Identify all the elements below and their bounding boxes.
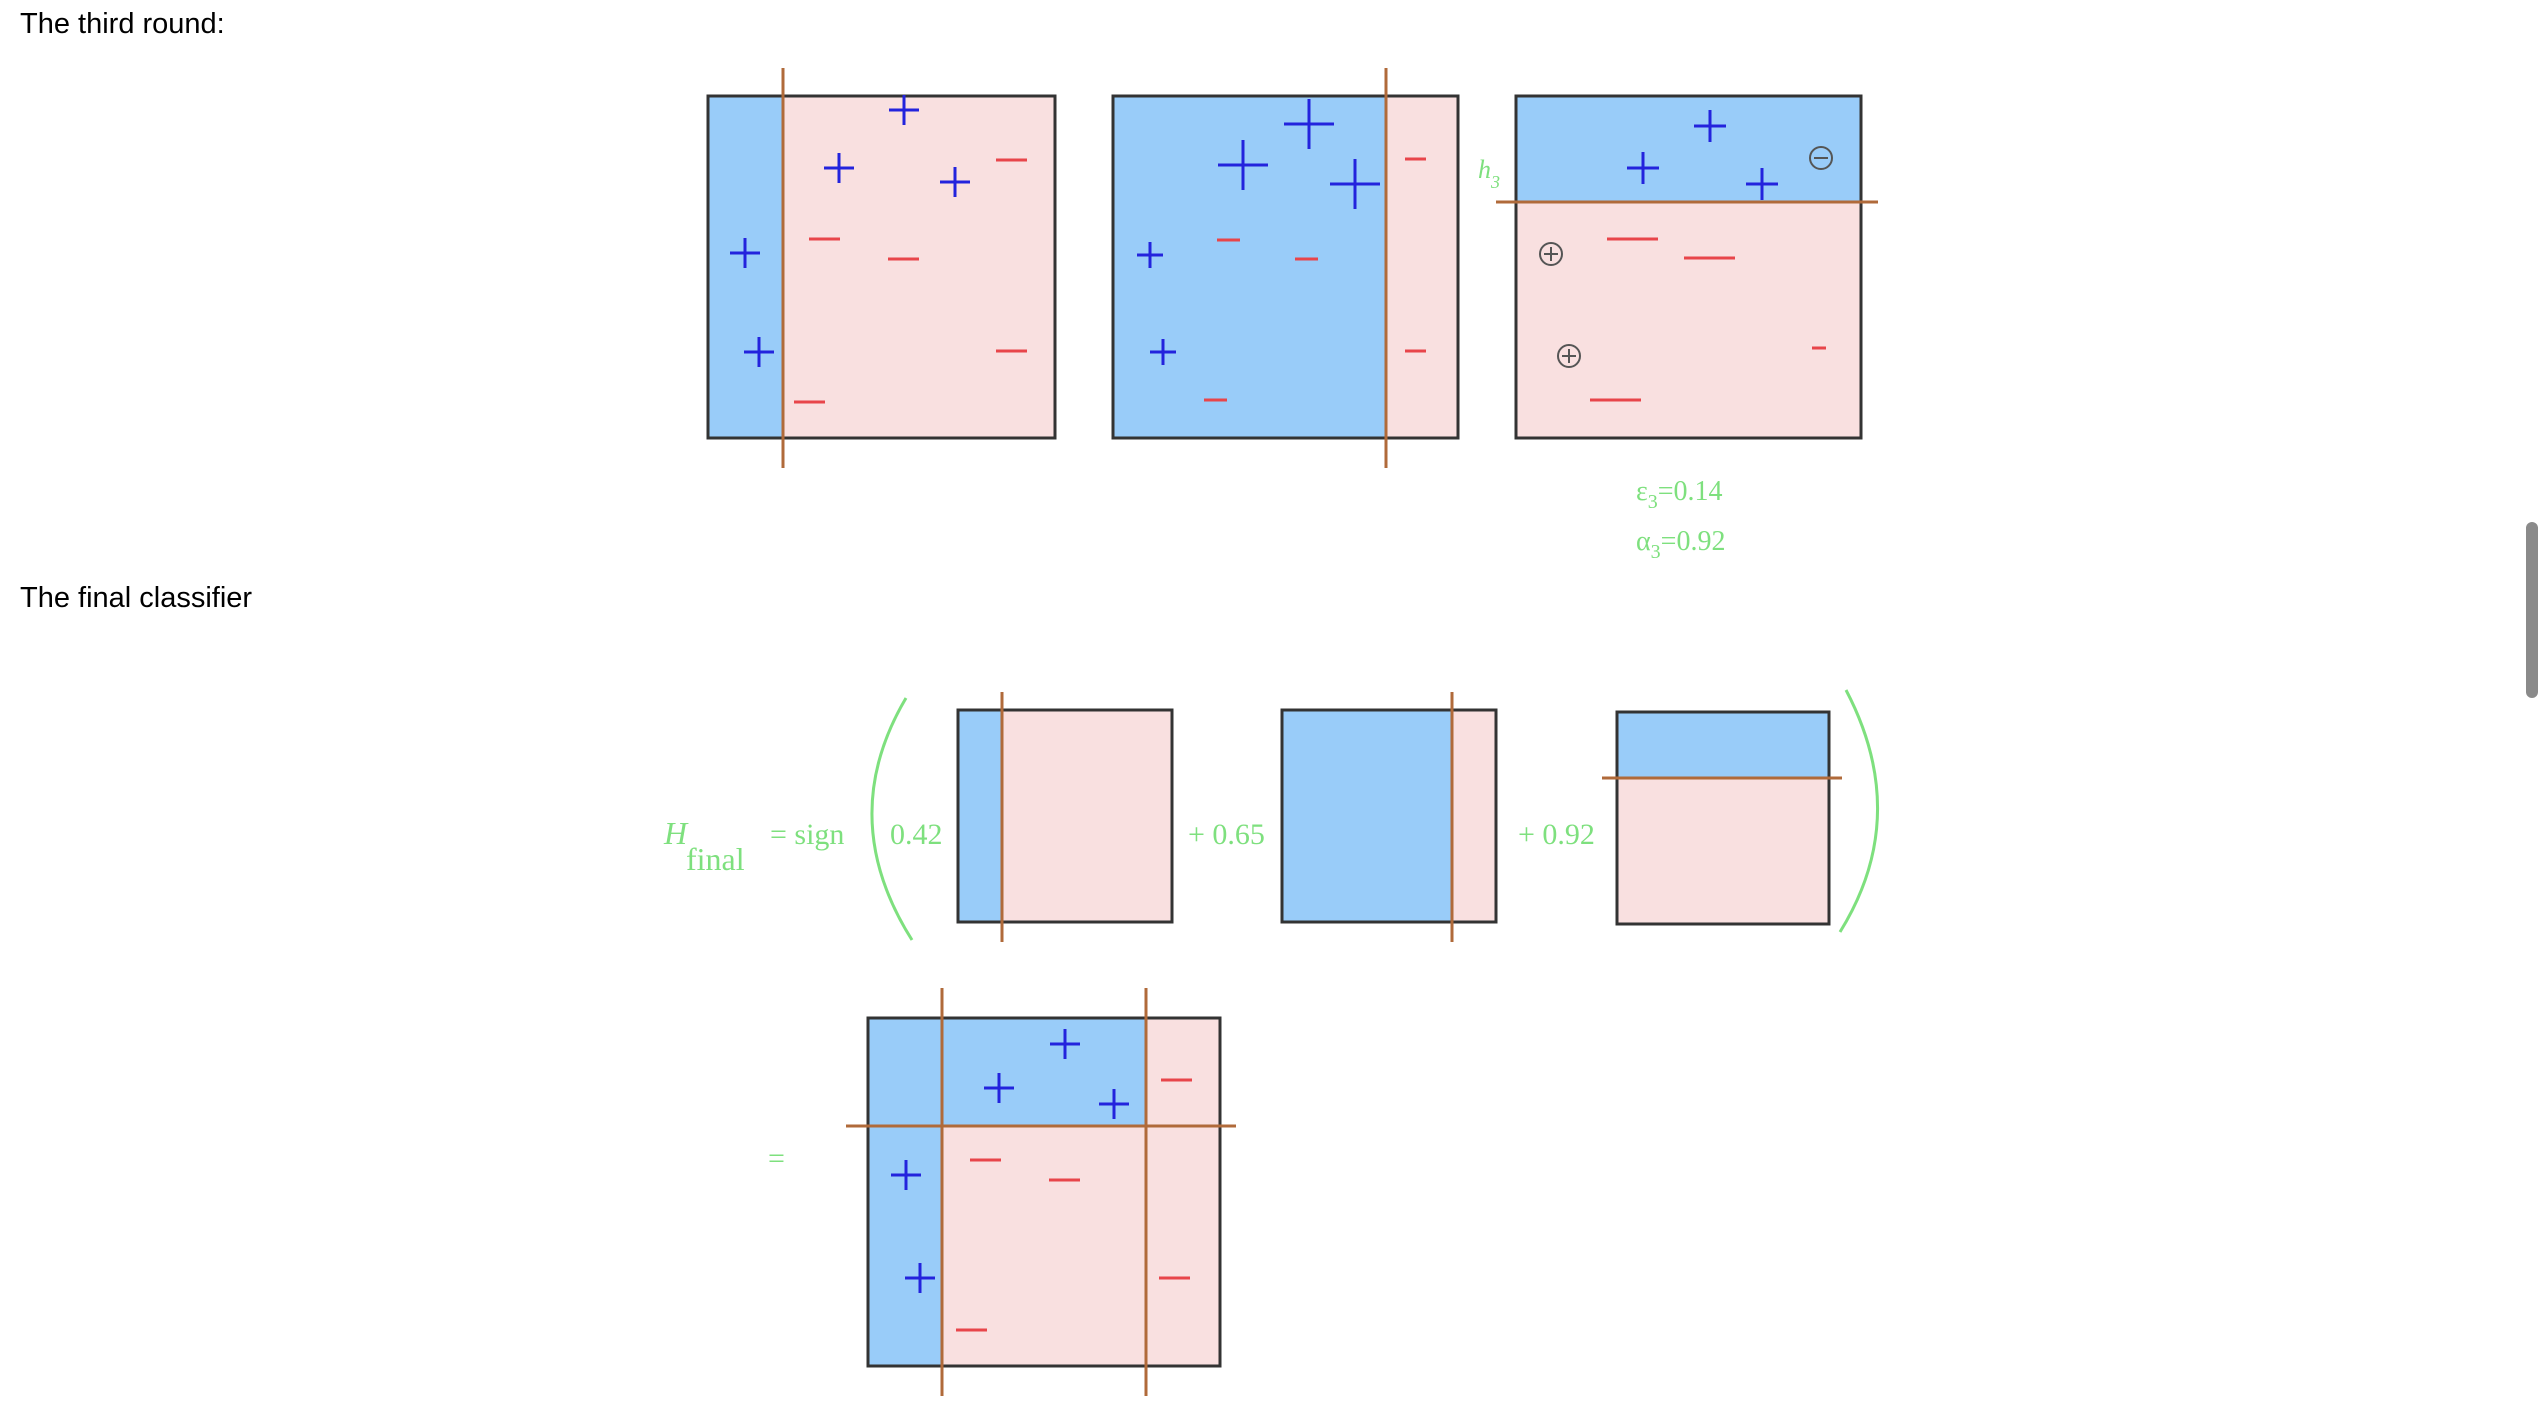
- mini-panel1-positive-region: [958, 710, 1002, 922]
- right-parenthesis: [1838, 689, 1880, 933]
- panel2-plus-markers: [1137, 99, 1380, 365]
- result-top-middle-positive: [942, 1018, 1146, 1126]
- result-equals-sign: =: [768, 1142, 785, 1175]
- misclassified-plus-icon: [1539, 242, 1563, 266]
- mini-panel3-frame: [1615, 710, 1831, 926]
- plus-marker: [1284, 99, 1334, 149]
- plus-marker: [1050, 1029, 1080, 1059]
- result-minus-markers: [956, 1078, 1192, 1332]
- result-frame: [866, 1016, 1222, 1368]
- mini-panel2-negative-region: [1452, 710, 1496, 922]
- misclassified-minus-icon: [1809, 146, 1833, 170]
- plus-marker: [1627, 152, 1659, 184]
- plus-marker: [1694, 110, 1726, 142]
- plus-marker: [824, 153, 854, 183]
- heading-final-classifier: The final classifier: [20, 582, 253, 614]
- mini-panel3-positive-region: [1617, 712, 1829, 778]
- plus-marker: [744, 337, 774, 367]
- panel2-minus-markers: [1204, 157, 1426, 402]
- result-top-right-negative: [1146, 1018, 1220, 1126]
- plus-marker: [1746, 168, 1778, 200]
- panel3-positive-region: [1516, 96, 1861, 202]
- panel1-negative-region: [783, 96, 1055, 438]
- vertical-scrollbar-thumb[interactable]: [2526, 522, 2538, 698]
- round3-panel-2: [1111, 68, 1460, 468]
- plus-marker: [889, 95, 919, 125]
- plus-marker: [1099, 1089, 1129, 1119]
- panel2-frame: [1111, 94, 1460, 440]
- hypothesis-label-h3: h3: [1478, 155, 1500, 192]
- plus-marker: [940, 167, 970, 197]
- result-bottom-right-negative: [1146, 1126, 1220, 1366]
- heading-third-round: The third round:: [20, 8, 225, 40]
- epsilon-3-value: ε3=0.14: [1636, 476, 1723, 513]
- plus-marker: [905, 1263, 935, 1293]
- mini-panel2-positive-region: [1282, 710, 1452, 922]
- panel1-frame: [706, 94, 1057, 440]
- mini-panel2-frame: [1280, 708, 1498, 924]
- result-plus-markers: [891, 1029, 1129, 1293]
- alpha-3-value: α3=0.92: [1636, 526, 1725, 563]
- weight-3-label: + 0.92: [1518, 818, 1595, 851]
- panel1-plus-markers: [730, 95, 970, 367]
- final-result-panel: =: [768, 988, 1236, 1396]
- plus-marker: [1330, 159, 1380, 209]
- weight-2-label: + 0.65: [1188, 818, 1265, 851]
- round3-panel-1: [706, 68, 1057, 468]
- panel3-plus-markers: [1627, 110, 1778, 200]
- equals-sign-label: = sign: [770, 818, 844, 851]
- panel3-minus-markers: [1590, 237, 1826, 402]
- panel3-frame: [1514, 94, 1863, 440]
- result-bottom-middle-negative: [942, 1126, 1146, 1366]
- panel1-minus-markers: [794, 158, 1027, 404]
- mini-panel3-negative-region: [1617, 778, 1829, 924]
- panel3-negative-region: [1516, 202, 1861, 438]
- misclassified-plus-icon: [1557, 344, 1581, 368]
- left-parenthesis: [870, 697, 914, 941]
- plus-marker: [730, 238, 760, 268]
- panel2-positive-region: [1113, 96, 1386, 438]
- mini-panel1-negative-region: [1002, 710, 1172, 922]
- result-top-left-positive: [868, 1018, 942, 1126]
- plus-marker: [1218, 140, 1268, 190]
- plus-marker: [891, 1160, 921, 1190]
- round3-panel-3: h3 ε3=0.14 α3=0.92: [1478, 94, 1878, 563]
- mini-panel1-frame: [956, 708, 1174, 924]
- weight-1-label: 0.42: [890, 818, 943, 851]
- plus-marker: [984, 1073, 1014, 1103]
- plus-marker: [1137, 242, 1163, 268]
- panel2-negative-region: [1386, 96, 1458, 438]
- plus-marker: [1150, 339, 1176, 365]
